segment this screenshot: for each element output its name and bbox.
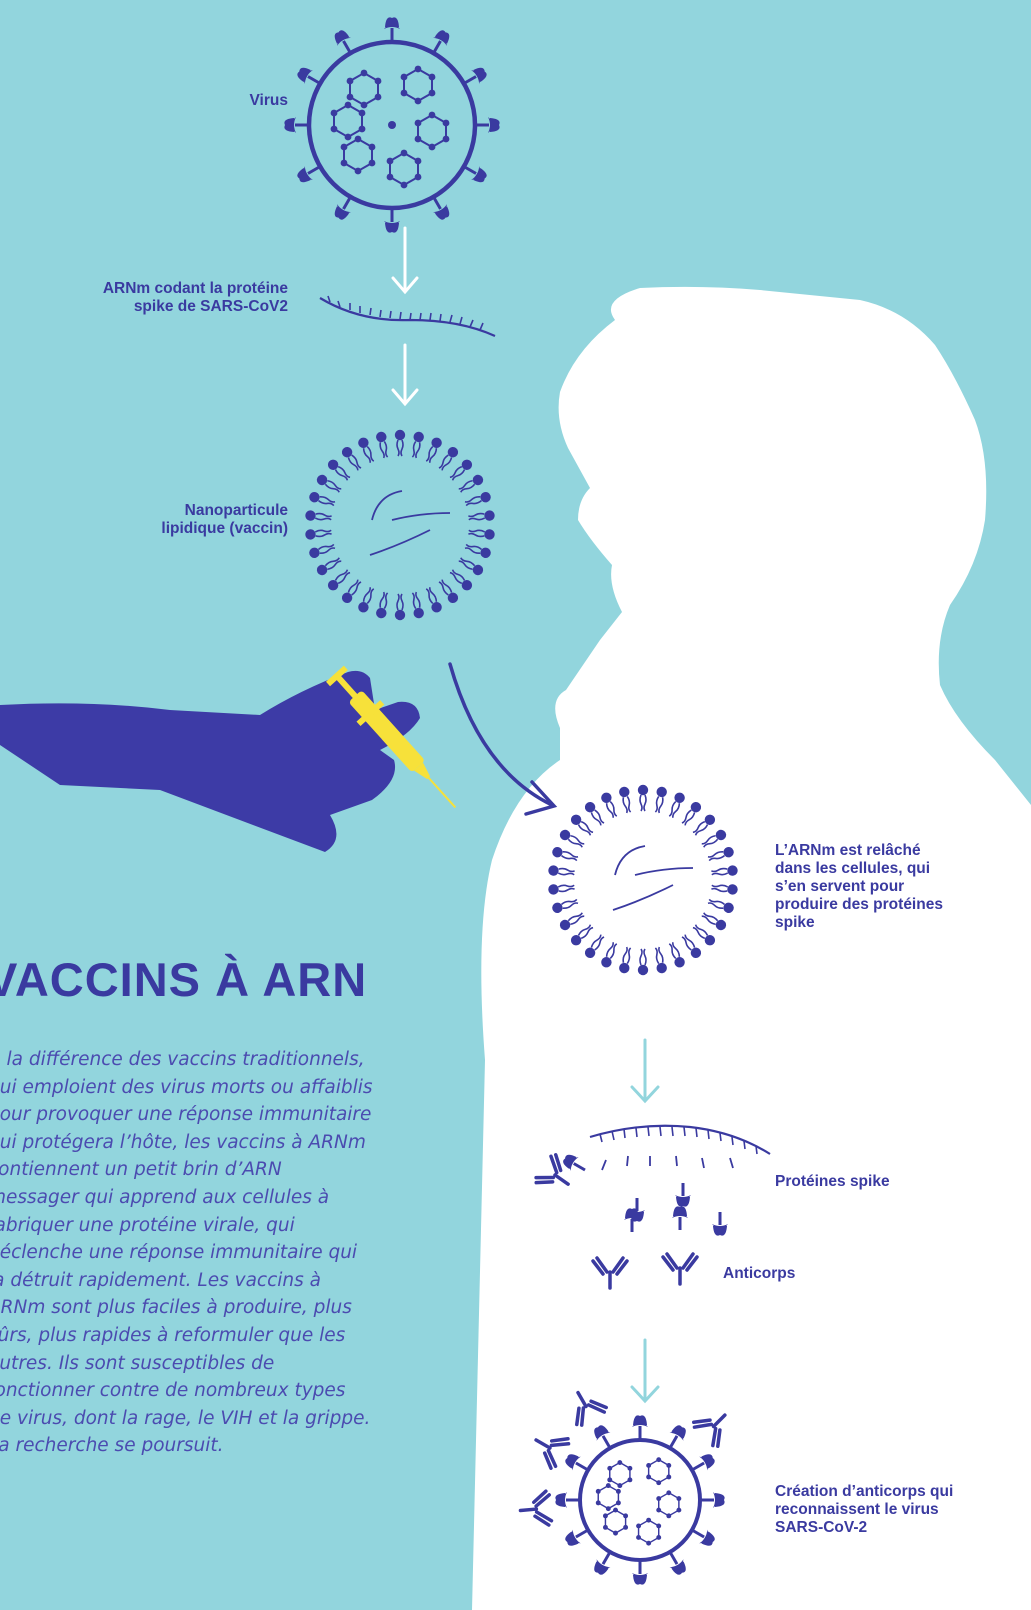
nanoparticle-illustration: [305, 430, 495, 620]
arrow-1: [393, 228, 417, 292]
injection-arrow: [450, 664, 554, 814]
body-paragraph: À la différence des vaccins traditionnel…: [0, 1046, 373, 1460]
label-virus: Virus: [200, 92, 288, 110]
page-title: VACCINS À ARN: [0, 952, 367, 1007]
label-nanoparticle: Nanoparticule lipidique (vaccin): [150, 502, 288, 538]
arrow-2: [393, 345, 417, 404]
label-antibodies: Anticorps: [723, 1265, 863, 1283]
label-mrna-released: L’ARNm est relâché dans les cellules, qu…: [775, 842, 950, 932]
label-mrna: ARNm codant la protéine spike de SARS-Co…: [60, 280, 288, 316]
label-antibody-creation: Création d’anticorps qui reconnaissent l…: [775, 1483, 955, 1537]
label-spike-proteins: Protéines spike: [775, 1173, 945, 1191]
virus-illustration: [284, 17, 499, 232]
mrna-strand: [320, 296, 495, 336]
person-silhouette: [472, 287, 1031, 1610]
